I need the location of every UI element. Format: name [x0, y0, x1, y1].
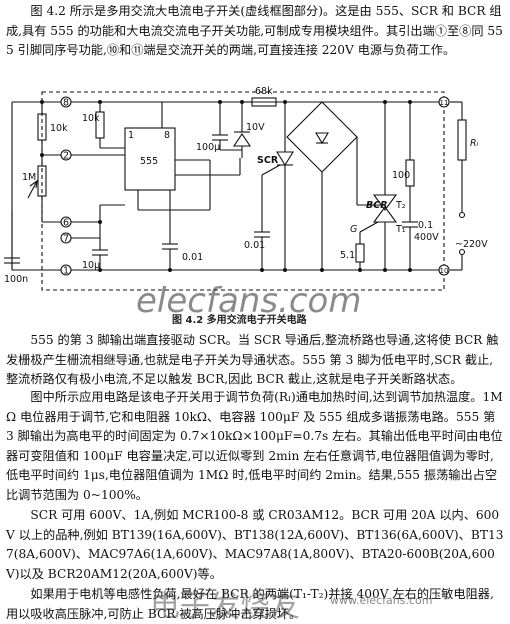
watermark-elecfans: elecfans.com	[136, 281, 361, 321]
ic-555	[124, 127, 176, 191]
load-resistor	[457, 119, 467, 161]
intro-paragraph: 图 4.2 所示是多用交流大电流电子开关(虚线框图部分)。这是由 555、SCR…	[6, 4, 503, 58]
terminal-2	[60, 149, 72, 161]
terminal-6	[60, 216, 72, 228]
label-555: 555	[140, 156, 158, 167]
pin-number: 10	[440, 267, 449, 275]
label-10k-a: 10k	[50, 123, 68, 134]
label-001b: 0.01	[244, 240, 265, 251]
label-10k-b: 10k	[82, 113, 100, 124]
label-ic-pin1: 1	[128, 130, 134, 141]
terminal-8	[60, 96, 72, 108]
terminal-11	[438, 96, 450, 108]
label-t1: T₁	[395, 224, 406, 235]
body-paragraph-1: 555 的第 3 脚输出端直接驱动 SCR。当 SCR 导通后,整流桥路也导通,…	[6, 333, 499, 387]
label-g: G	[350, 224, 357, 235]
pin-number: 8	[63, 98, 69, 109]
figure-caption: 图 4.2 多用交流电子开关电路	[172, 313, 308, 326]
pin-number: 6	[63, 218, 69, 229]
label-100n: 100n	[4, 274, 28, 285]
body-paragraph-4: 如果用于电机等电感性负荷,最好在 BCR 的两端(T₁-T₂)并接 400V 左…	[6, 587, 494, 621]
terminal-10	[438, 264, 450, 276]
label-bcr: BCR	[366, 200, 388, 211]
body-paragraph-2: 图中所示应用电路是该电子开关用于调节负荷(Rₗ)通电加热时间,达到调节加热温度。…	[6, 390, 503, 502]
module-enclosure	[41, 91, 445, 291]
label-68k: 68k	[255, 86, 273, 97]
label-51: 5.1	[340, 250, 355, 261]
label-100u: 100μ	[196, 142, 220, 153]
label-01: 0.1	[418, 220, 433, 231]
terminal-1	[60, 264, 72, 276]
label-t2: T₂	[395, 200, 406, 211]
pin-number: 7	[63, 234, 69, 245]
label-rl: Rₗ	[470, 138, 479, 149]
label-220v: ~220V	[455, 239, 488, 250]
pin-number: 1	[63, 266, 69, 277]
label-ic-pin8: 8	[164, 130, 170, 141]
pin-number: 11	[440, 99, 449, 107]
label-1m: 1M	[22, 172, 36, 183]
pin-number: 2	[63, 151, 69, 162]
label-scr: SCR	[257, 155, 279, 166]
terminal-7	[60, 232, 72, 244]
label-100: 100	[392, 170, 410, 181]
label-400v: 400V	[414, 232, 439, 243]
label-10v: 10V	[246, 122, 265, 133]
body-paragraph-3: SCR 可用 600V、1A,例如 MCR100-8 或 CR03AM12。BC…	[6, 508, 504, 581]
label-10u: 10μ	[82, 260, 100, 271]
label-001a: 0.01	[182, 252, 203, 263]
bridge-rectifier	[286, 101, 358, 173]
